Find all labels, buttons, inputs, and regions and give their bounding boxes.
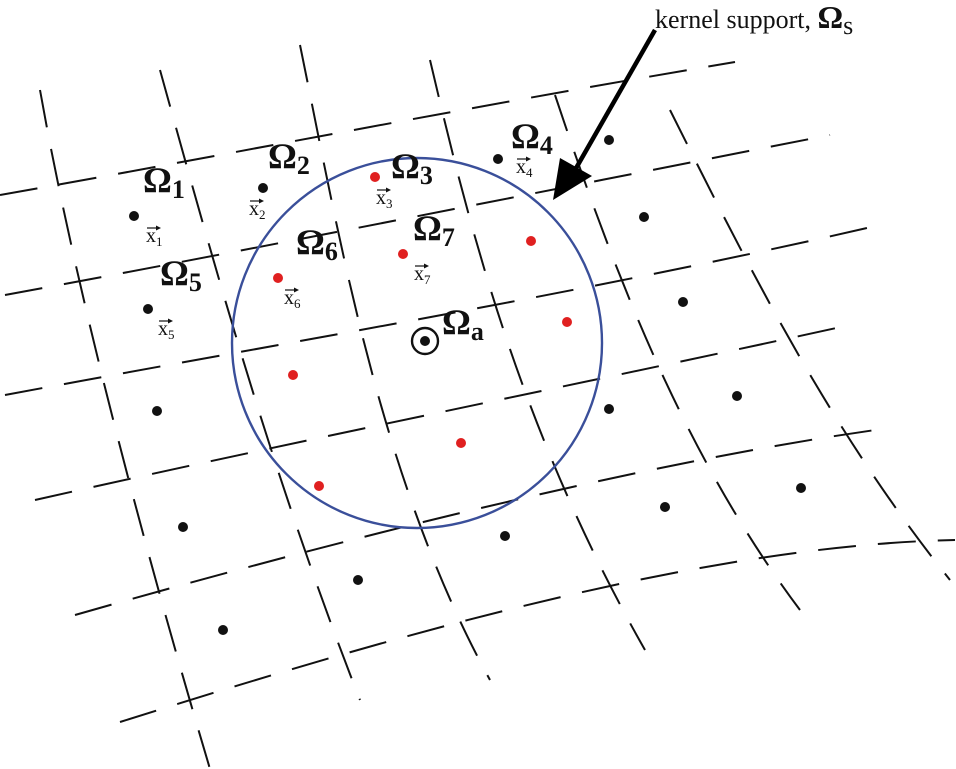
svg-text:x7: x7 <box>414 263 431 287</box>
mesh-line <box>39 89 211 769</box>
omega-1-label: Ω1 <box>143 160 185 204</box>
evaluation-point <box>410 326 440 356</box>
mesh-line <box>159 69 361 701</box>
node-x7 <box>398 249 408 259</box>
node-x3 <box>370 172 380 182</box>
x7-label: x7 <box>414 263 431 287</box>
mesh-line <box>119 539 956 723</box>
annotation-arrow <box>553 28 657 200</box>
x5-label: x5 <box>158 318 175 342</box>
mesh-line <box>669 109 951 581</box>
outside-nodes <box>129 135 806 635</box>
omega-3-label: Ω3 <box>391 146 433 190</box>
mesh-line <box>4 224 881 396</box>
node <box>660 502 670 512</box>
mesh-line <box>74 427 891 616</box>
node-x4 <box>493 154 503 164</box>
node <box>796 483 806 493</box>
kernel-support-caption: kernel support, Ωs <box>655 0 853 40</box>
omega-7-label: Ω7 <box>413 208 455 252</box>
node <box>456 438 466 448</box>
svg-text:x4: x4 <box>516 156 533 180</box>
node-x6 <box>273 273 283 283</box>
node <box>178 522 188 532</box>
node-x2 <box>258 183 268 193</box>
mesh-line <box>0 61 736 196</box>
node <box>732 391 742 401</box>
node <box>314 481 324 491</box>
x3-label: x3 <box>376 187 393 211</box>
node <box>562 317 572 327</box>
node <box>604 404 614 414</box>
svg-text:x5: x5 <box>158 318 175 342</box>
node <box>353 575 363 585</box>
omega-a-label: Ωa <box>442 302 484 346</box>
x1-label: x1 <box>146 225 163 249</box>
node <box>500 531 510 541</box>
mesh-line <box>299 44 491 681</box>
svg-text:x6: x6 <box>284 287 301 311</box>
node <box>218 625 228 635</box>
inside-nodes <box>273 172 572 491</box>
x2-label: x2 <box>249 198 266 222</box>
mesh-grid <box>0 44 956 769</box>
node <box>288 370 298 380</box>
node-x1 <box>129 211 139 221</box>
node <box>604 135 614 145</box>
x4-label: x4 <box>516 156 533 180</box>
node <box>639 212 649 222</box>
x6-label: x6 <box>284 287 301 311</box>
node <box>152 406 162 416</box>
omega-4-label: Ω4 <box>511 116 553 160</box>
svg-text:x2: x2 <box>249 198 266 222</box>
omega-6-label: Ω6 <box>296 222 338 266</box>
mesh-line <box>429 59 646 651</box>
mesh-line <box>34 324 851 501</box>
omega-2-label: Ω2 <box>268 136 310 180</box>
node <box>678 297 688 307</box>
node-x5 <box>143 304 153 314</box>
mesh-line <box>554 94 801 611</box>
svg-text:x3: x3 <box>376 187 393 211</box>
point-labels: x1 x2 x3 x4 x5 x6 x7 <box>146 156 533 342</box>
omega-5-label: Ω5 <box>160 253 202 297</box>
svg-text:x1: x1 <box>146 225 163 249</box>
node <box>526 236 536 246</box>
kernel-support-circle <box>230 156 604 530</box>
